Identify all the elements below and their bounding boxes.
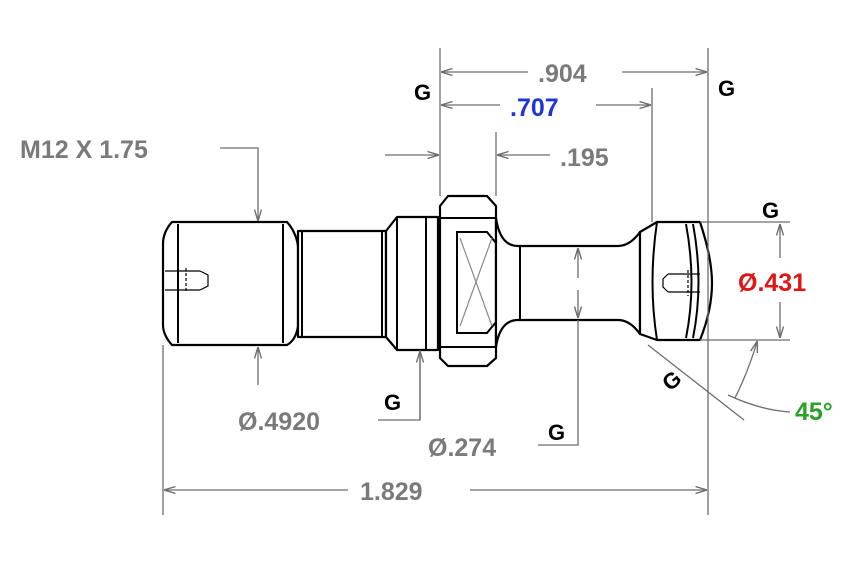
part-outline bbox=[161, 194, 714, 368]
gauge-mark-3: G bbox=[762, 198, 779, 223]
thread-hole-left bbox=[165, 268, 209, 293]
angle-arc bbox=[734, 342, 757, 399]
flange bbox=[438, 194, 498, 368]
total-length-label: 1.829 bbox=[360, 478, 423, 506]
pilot-ring bbox=[384, 215, 440, 352]
knob-dia-label: Ø.431 bbox=[738, 269, 806, 297]
dim-707-label: .707 bbox=[510, 94, 559, 122]
gauge-mark-1: G bbox=[414, 80, 431, 105]
gauge-mark-4: G bbox=[384, 390, 401, 415]
angle-label: 45° bbox=[795, 398, 833, 426]
pilot-dia-label: Ø.4920 bbox=[238, 408, 320, 436]
gauge-mark-2: G bbox=[718, 76, 735, 101]
gauge-mark-5: G bbox=[548, 420, 565, 445]
thread-leader bbox=[220, 147, 258, 220]
dimension-lines bbox=[162, 48, 791, 515]
thread-spec-label: M12 X 1.75 bbox=[20, 136, 148, 164]
retention-knob bbox=[638, 220, 714, 342]
dim-195-label: .195 bbox=[560, 144, 609, 172]
pilot-neck bbox=[296, 229, 388, 339]
retention-neck bbox=[494, 216, 642, 349]
dim-904-label: .904 bbox=[538, 60, 587, 88]
gauge-mark-6: G bbox=[657, 366, 686, 396]
threaded-section bbox=[161, 220, 300, 347]
pilot-dia-leader bbox=[378, 352, 420, 421]
neck-dia-label: Ø.274 bbox=[428, 434, 496, 462]
thread-hole-right bbox=[662, 270, 700, 296]
